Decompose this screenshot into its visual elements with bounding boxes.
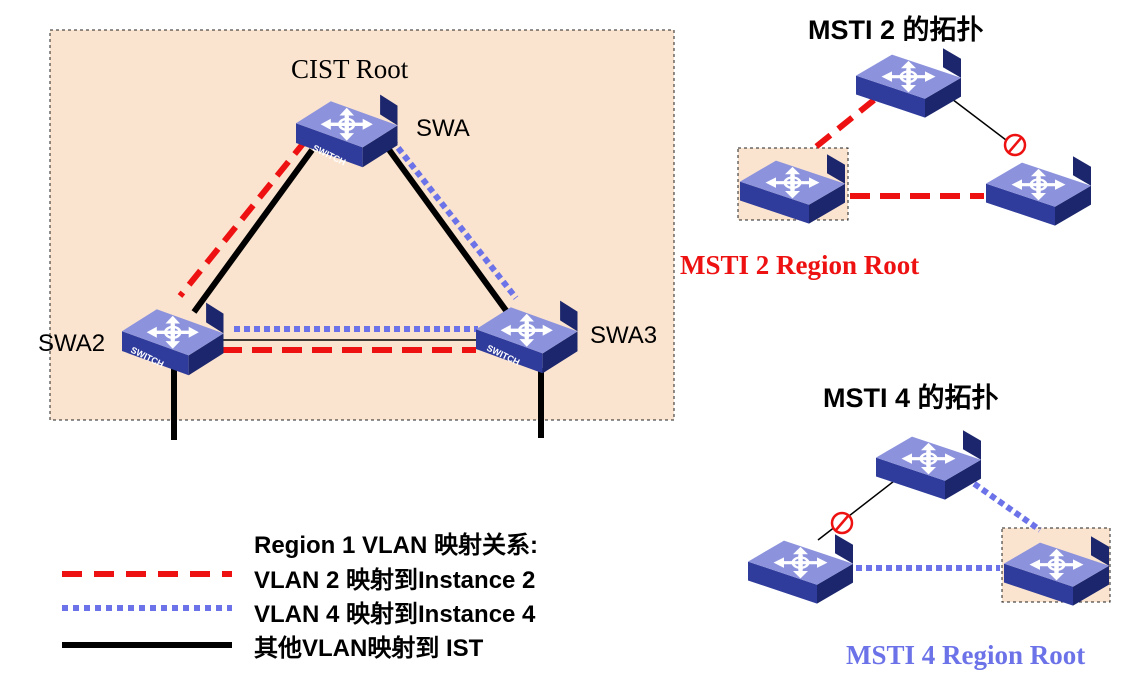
msti4-switch-left bbox=[748, 534, 853, 603]
legend-item-vlan2: VLAN 2 映射到Instance 2 bbox=[254, 567, 536, 594]
msti2-topology bbox=[737, 48, 1091, 225]
vlan2-links bbox=[177, 138, 476, 353]
legend-item-ist: 其他VLAN映射到 IST bbox=[254, 635, 484, 662]
msti4-link-top-right bbox=[964, 475, 1042, 533]
msti4-region-root-label: MSTI 4 Region Root bbox=[846, 640, 1086, 670]
msti2-blocked-port-icon bbox=[1003, 133, 1027, 157]
legend-swatches bbox=[62, 571, 232, 648]
msti4-topology bbox=[748, 430, 1110, 605]
msti2-title: MSTI 2 的拓扑 bbox=[808, 15, 984, 45]
ist-links bbox=[171, 138, 544, 440]
vlan4-links bbox=[234, 138, 519, 332]
msti2-link-top-left bbox=[810, 97, 876, 153]
node-label-swa: SWA bbox=[416, 115, 470, 142]
msti4-title: MSTI 4 的拓扑 bbox=[823, 383, 999, 413]
msti4-switch-top bbox=[876, 430, 981, 499]
node-label-swa3: SWA3 bbox=[590, 322, 658, 349]
vlan2-link-swa-swa2 bbox=[177, 138, 309, 298]
cist-root-label: CIST Root bbox=[291, 54, 409, 84]
msti2-switch-top bbox=[856, 48, 961, 117]
vlan4-link-swa-swa3 bbox=[389, 138, 519, 300]
msti4-blocked-port-icon bbox=[830, 511, 854, 535]
legend-item-vlan4: VLAN 4 映射到Instance 4 bbox=[254, 601, 536, 628]
region-1-box bbox=[49, 29, 675, 421]
legend-heading: Region 1 VLAN 映射关系: bbox=[254, 532, 539, 559]
node-label-swa2: SWA2 bbox=[38, 330, 106, 357]
msti2-switch-right bbox=[986, 156, 1091, 225]
ist-link-swa-swa2 bbox=[191, 148, 315, 314]
msti2-region-root-label: MSTI 2 Region Root bbox=[680, 250, 920, 280]
msti2-link-top-right bbox=[947, 95, 1007, 141]
msti4-link-top-left bbox=[817, 477, 899, 541]
ist-link-swa-swa3 bbox=[379, 138, 513, 318]
